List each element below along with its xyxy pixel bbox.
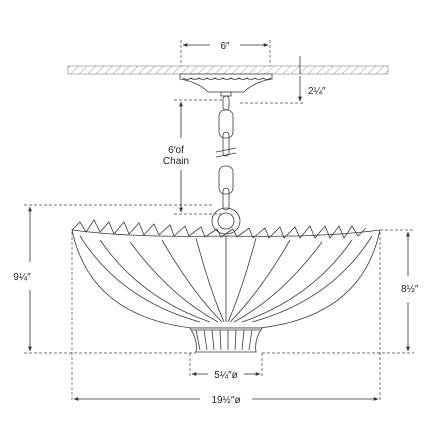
- chain-length-label-line2: Chain: [163, 156, 189, 167]
- chain-length-label-line1: 6′of: [168, 145, 184, 156]
- chain: [211, 95, 241, 235]
- bowl-height-label: 8½″: [401, 284, 419, 295]
- bowl-diameter-dimension: 19½″ø: [71, 232, 381, 406]
- base-diameter-dimension: 5¼″ø: [189, 353, 263, 381]
- overall-height-dimension: 9¼″: [13, 204, 212, 354]
- canopy-width-label: 6″: [220, 41, 230, 52]
- canopy-height-dimension: 2¼″: [240, 56, 326, 104]
- base-diameter-label: 5¼″ø: [214, 369, 238, 381]
- bowl: [71, 219, 381, 353]
- canopy-width-dimension: 6″: [180, 40, 271, 66]
- overall-height-label: 9¼″: [13, 271, 31, 283]
- bowl-height-dimension: 8½″: [262, 229, 419, 354]
- canopy: [179, 73, 273, 97]
- chain-length-dimension: 6′of Chain: [163, 99, 222, 215]
- ceiling: [67, 65, 389, 75]
- bowl-diameter-label: 19½″ø: [211, 395, 240, 406]
- canopy-height-label: 2¼″: [308, 85, 326, 97]
